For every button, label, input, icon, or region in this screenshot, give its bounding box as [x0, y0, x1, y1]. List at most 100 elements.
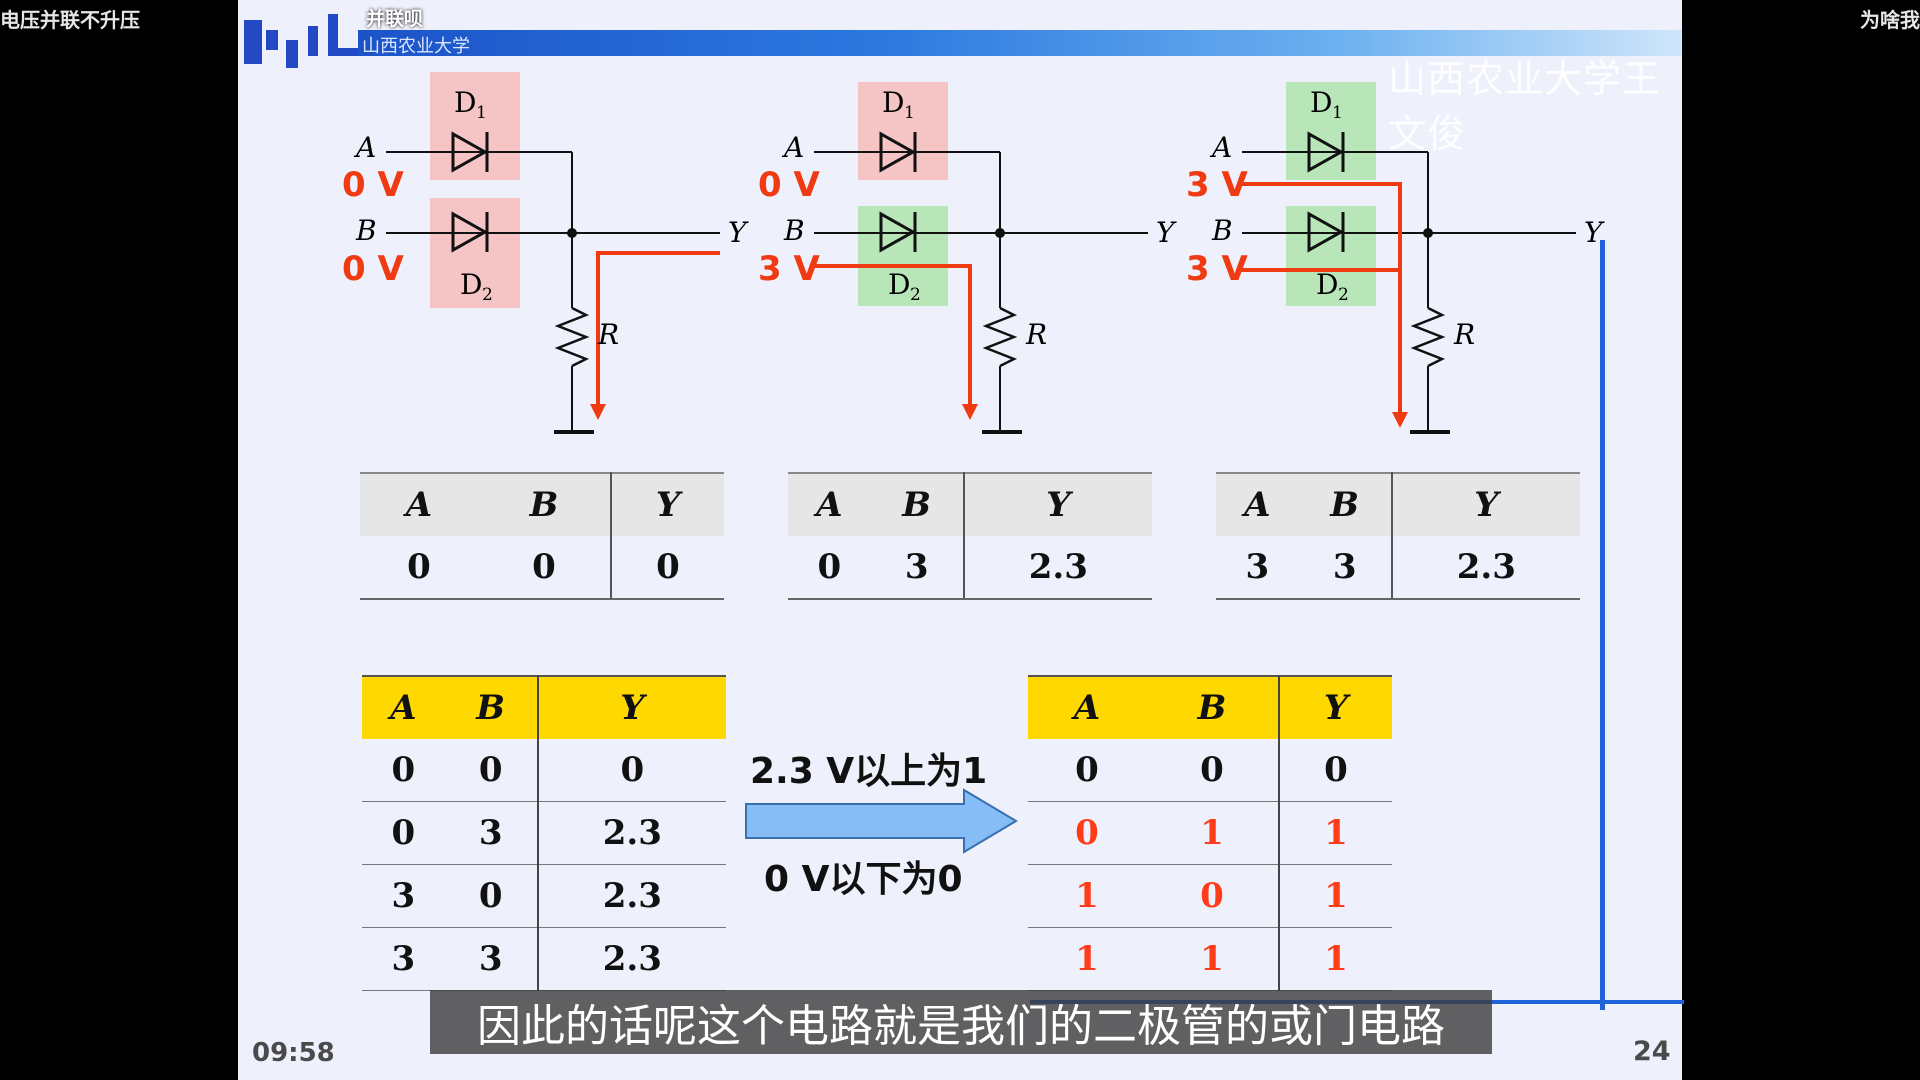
header-b: B	[870, 472, 965, 536]
circuit-3: A B 3 V 3 V D 1 D 2 R Y	[1186, 86, 1605, 434]
header-a: A	[360, 472, 478, 536]
cell-y: 2.3	[963, 536, 1152, 600]
label-d2: D	[1316, 268, 1338, 301]
conversion-rule-high: 2.3 V以上为1	[750, 751, 988, 792]
left-title: 电压并联不升压	[0, 8, 140, 32]
header-a: A	[788, 472, 871, 536]
right-title: 为啥我	[1860, 8, 1920, 32]
cell-y: 1	[1278, 801, 1392, 865]
label-y: Y	[1584, 216, 1605, 249]
label-d2: D	[460, 268, 482, 301]
label-b: B	[355, 214, 377, 247]
d2-conducting-box	[1286, 206, 1376, 306]
label-b: B	[1211, 214, 1233, 247]
cell-y: 0	[537, 739, 726, 802]
cell-y: 2.3	[1391, 536, 1580, 600]
label-r: R	[1025, 318, 1047, 351]
watermark: 山西农业大学王文俊	[1388, 57, 1662, 156]
slide-edge-decoration	[1600, 240, 1605, 1010]
title-band	[358, 30, 1682, 56]
circuit-2: A B 0 V 3 V D 1 D 2 R Y	[758, 86, 1177, 434]
logo-block	[266, 30, 278, 50]
cell-a: 0	[1028, 739, 1146, 802]
header-y: Y	[1278, 675, 1392, 739]
cell-b: 3	[444, 801, 539, 865]
cell-y: 0	[610, 536, 724, 600]
label-d1: D	[1310, 86, 1332, 119]
table-row: 0 3 2.3	[362, 801, 726, 865]
label-d2-sub: 2	[482, 285, 493, 305]
header-b: B	[1145, 675, 1280, 739]
circuit-1: A B 0 V 0 V D 1 D 2 R Y	[342, 86, 749, 434]
d1-blocked-box	[858, 82, 948, 180]
video-subtitle: 因此的话呢这个电路就是我们的二极管的或门电路	[430, 990, 1492, 1054]
label-d1-sub: 1	[476, 103, 487, 123]
slide-title: 并联呗	[366, 8, 424, 30]
cell-b: 0	[444, 739, 539, 802]
table-row: 0 0 0	[1028, 739, 1392, 802]
cell-b: 3	[1298, 536, 1393, 600]
cell-a: 0	[788, 536, 871, 600]
voltage-truth-table: A B Y 0 0 0 0 3 2.3 3 0 2.3 3 3 2.3	[362, 675, 726, 991]
cell-a: 3	[362, 864, 445, 928]
cell-a: 0	[1028, 801, 1146, 865]
cell-b: 0	[1145, 864, 1280, 928]
cell-a: 0	[360, 536, 478, 600]
cell-b: 1	[1145, 801, 1280, 865]
truth-table-case-3: A B Y 3 3 2.3	[1216, 472, 1580, 600]
table-row: 3 3 2.3	[362, 927, 726, 991]
header-b: B	[477, 472, 612, 536]
logo-block	[328, 14, 338, 56]
voltage-b: 3 V	[1186, 249, 1248, 289]
cell-a: 0	[362, 739, 445, 802]
cell-y: 0	[1278, 739, 1392, 802]
label-y: Y	[1156, 216, 1177, 249]
conversion-rule-low: 0 V以下为0	[764, 859, 963, 900]
cell-a: 3	[1216, 536, 1299, 600]
logo-block	[338, 48, 360, 56]
cell-y: 2.3	[537, 927, 726, 991]
table-row: 1 0 1	[1028, 864, 1392, 928]
label-d2-sub: 2	[1338, 285, 1349, 305]
label-d1-sub: 1	[904, 103, 915, 123]
voltage-a: 0 V	[342, 165, 404, 205]
cell-b: 0	[477, 536, 612, 600]
cell-b: 3	[444, 927, 539, 991]
table-row: 0 1 1	[1028, 801, 1392, 865]
label-y: Y	[728, 216, 749, 249]
d1-conducting-box	[1286, 82, 1376, 180]
header-a: A	[362, 675, 445, 739]
voltage-a: 0 V	[758, 165, 820, 205]
label-d2: D	[888, 268, 910, 301]
label-d1-sub: 1	[1332, 103, 1343, 123]
logic-truth-table: A B Y 0 0 0 0 1 1 1 0 1 1 1 1	[1028, 675, 1392, 991]
label-d1: D	[882, 86, 904, 119]
table-row: 3 0 2.3	[362, 864, 726, 928]
label-a: A	[781, 131, 804, 164]
header-a: A	[1028, 675, 1146, 739]
truth-table-case-2: A B Y 0 3 2.3	[788, 472, 1152, 600]
d1-blocked-box	[430, 72, 520, 180]
table-row: 1 1 1	[1028, 927, 1392, 991]
cell-b: 3	[870, 536, 965, 600]
header-y: Y	[610, 472, 724, 536]
label-r: R	[597, 318, 619, 351]
voltage-b: 0 V	[342, 249, 404, 289]
cell-b: 0	[444, 864, 539, 928]
circuits-diagram: A B 0 V 0 V D 1 D 2 R Y A B	[342, 86, 1605, 434]
truth-table-case-1: A B Y 0 0 0	[360, 472, 724, 600]
cell-y: 2.3	[537, 801, 726, 865]
cell-y: 1	[1278, 864, 1392, 928]
label-b: B	[783, 214, 805, 247]
cell-y: 1	[1278, 927, 1392, 991]
cell-a: 3	[362, 927, 445, 991]
timestamp: 09:58	[252, 1038, 335, 1068]
header-y: Y	[963, 472, 1152, 536]
table-row: 0 0 0	[362, 739, 726, 802]
header-b: B	[1298, 472, 1393, 536]
cell-a: 1	[1028, 927, 1146, 991]
cell-b: 1	[1145, 927, 1280, 991]
d2-blocked-box	[430, 198, 520, 308]
d2-conducting-box	[858, 206, 948, 306]
label-r: R	[1453, 318, 1475, 351]
